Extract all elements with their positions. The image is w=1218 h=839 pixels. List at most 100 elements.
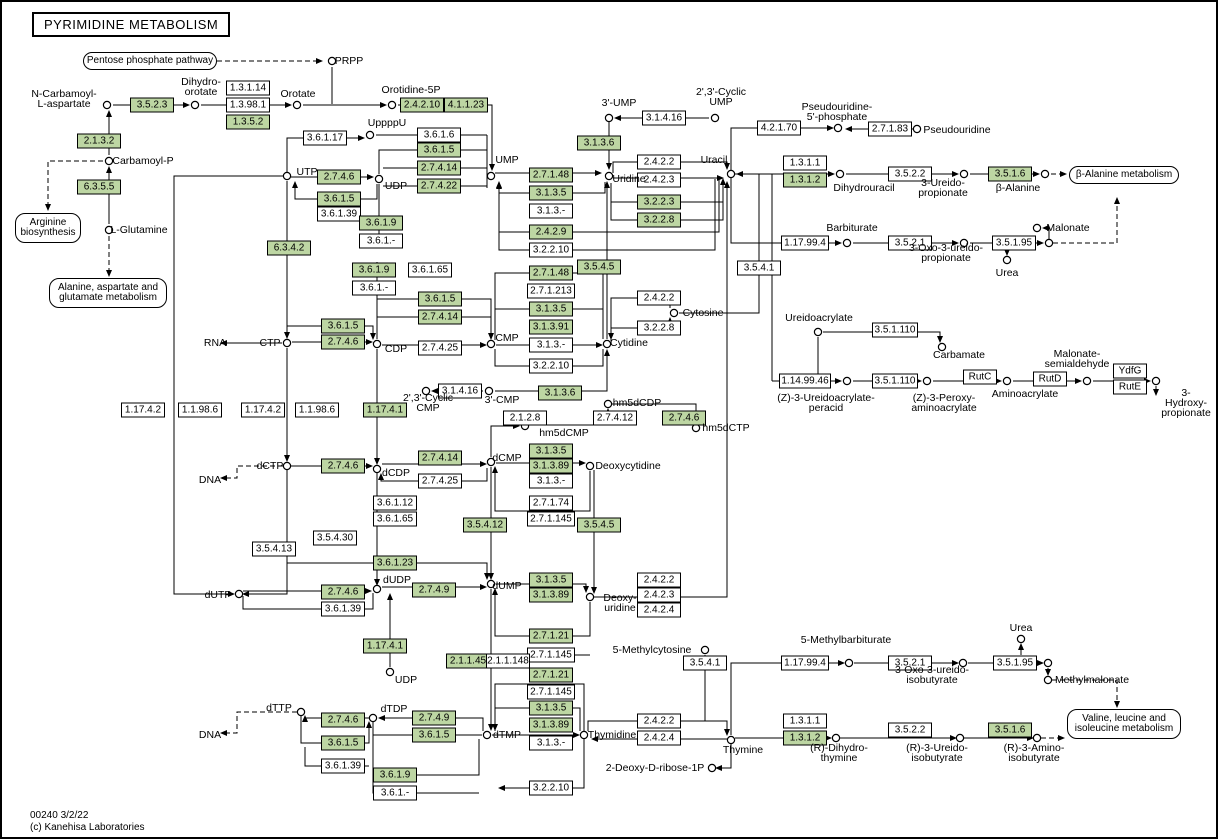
enzyme-box[interactable]: 2.4.2.3 [637,587,681,603]
enzyme-box[interactable]: 3.1.3.5 [529,185,573,201]
metabolite-node[interactable] [372,464,382,474]
enzyme-box[interactable]: 2.7.4.6 [321,712,365,728]
metabolite-node[interactable] [602,339,612,349]
metabolite-node[interactable] [842,376,852,386]
enzyme-box[interactable]: 3.5.4.12 [463,517,507,533]
enzyme-box[interactable]: 2.4.2.9 [529,224,573,240]
enzyme-box[interactable]: 3.6.1.- [359,233,403,249]
metabolite-node[interactable] [585,461,595,471]
enzyme-box[interactable]: 3.1.3.5 [529,700,573,716]
enzyme-box[interactable]: 2.4.2.2 [637,290,681,306]
metabolite-node[interactable] [372,339,382,349]
enzyme-box[interactable]: 3.1.3.- [529,735,573,751]
metabolite-node[interactable] [368,713,378,723]
enzyme-box[interactable]: 2.1.2.8 [503,410,547,426]
metabolite-node[interactable] [1032,223,1042,233]
enzyme-box[interactable]: 3.1.3.- [529,473,573,489]
metabolite-node[interactable] [482,730,492,740]
metabolite-node[interactable] [726,169,736,179]
enzyme-box[interactable]: 1.17.4.2 [241,402,285,418]
metabolite-node[interactable] [579,730,589,740]
metabolite-node[interactable] [912,124,922,134]
metabolite-node[interactable] [844,658,854,668]
enzyme-box[interactable]: 3.1.3.- [529,203,573,219]
enzyme-box[interactable]: 3.5.1.6 [988,166,1032,182]
enzyme-box[interactable]: 2.7.1.145 [527,684,575,700]
enzyme-box[interactable]: 3.1.3.89 [529,587,573,603]
pathway-link-box[interactable]: β-Alanine metabolism [1069,166,1179,184]
metabolite-node[interactable] [365,130,375,140]
enzyme-box[interactable]: 2.7.4.22 [417,178,461,194]
enzyme-box[interactable]: 3.1.3.6 [538,385,582,401]
enzyme-box[interactable]: 3.1.3.5 [529,443,573,459]
enzyme-box[interactable]: 2.7.4.6 [321,334,365,350]
enzyme-box[interactable]: 2.1.3.2 [77,133,121,149]
enzyme-box[interactable]: 6.3.4.2 [267,240,311,256]
metabolite-node[interactable] [486,579,496,589]
enzyme-box[interactable]: 3.6.1.6 [417,127,461,143]
enzyme-box[interactable]: 3.1.3.6 [577,135,621,151]
enzyme-box[interactable]: 2.7.4.9 [412,582,456,598]
enzyme-box[interactable]: 1.3.1.2 [783,730,827,746]
enzyme-box[interactable]: 3.2.2.8 [637,212,681,228]
enzyme-box[interactable]: 1.3.98.1 [226,97,270,113]
enzyme-box[interactable]: 3.5.2.1 [888,655,932,671]
enzyme-box[interactable]: 3.6.1.5 [418,291,462,307]
enzyme-box[interactable]: 2.7.1.48 [529,167,573,183]
metabolite-node[interactable] [282,171,292,181]
enzyme-box[interactable]: 4.1.1.23 [444,97,488,113]
enzyme-box[interactable]: 3.5.2.2 [888,722,932,738]
metabolite-node[interactable] [104,225,114,235]
enzyme-box[interactable]: 1.17.99.4 [781,235,829,251]
enzyme-box[interactable]: 3.6.1.9 [352,262,396,278]
metabolite-node[interactable] [486,339,496,349]
enzyme-box[interactable]: 3.5.1.110 [872,322,918,338]
enzyme-box[interactable]: 3.6.1.65 [373,511,417,527]
enzyme-box[interactable]: 3.5.4.5 [577,517,621,533]
enzyme-box[interactable]: 2.7.4.14 [417,160,461,176]
enzyme-box[interactable]: 3.5.4.1 [737,260,781,276]
enzyme-box[interactable]: 3.6.1.5 [321,735,365,751]
enzyme-box[interactable]: 3.5.2.3 [130,97,174,113]
enzyme-box[interactable]: RutC [963,369,997,385]
enzyme-box[interactable]: 1.3.1.1 [783,713,827,729]
enzyme-box[interactable]: 3.6.1.5 [417,142,461,158]
enzyme-box[interactable]: 3.5.4.1 [683,655,727,671]
enzyme-box[interactable]: 3.6.1.65 [408,262,452,278]
enzyme-box[interactable]: 2.4.2.4 [637,730,681,746]
metabolite-node[interactable] [1002,376,1012,386]
metabolite-node[interactable] [700,645,710,655]
metabolite-node[interactable] [102,100,112,110]
enzyme-box[interactable]: 2.7.4.9 [412,710,456,726]
enzyme-box[interactable]: 1.14.99.46 [779,373,831,389]
metabolite-node[interactable] [387,100,397,110]
metabolite-node[interactable] [296,707,306,717]
enzyme-box[interactable]: 3.5.2.2 [888,166,932,182]
enzyme-box[interactable]: 2.7.4.25 [418,340,462,356]
metabolite-node[interactable] [372,584,382,594]
metabolite-node[interactable] [282,338,292,348]
enzyme-box[interactable]: 3.5.1.110 [872,373,918,389]
metabolite-node[interactable] [1082,376,1092,386]
metabolite-node[interactable] [959,238,969,248]
enzyme-box[interactable]: 3.6.1.12 [373,495,417,511]
enzyme-box[interactable]: 1.3.1.14 [226,80,270,96]
enzyme-box[interactable]: 1.17.4.2 [121,402,165,418]
enzyme-box[interactable]: RutE [1113,379,1147,395]
enzyme-box[interactable]: 6.3.5.5 [77,179,121,195]
metabolite-node[interactable] [669,308,679,318]
enzyme-box[interactable]: 3.6.1.- [373,785,417,801]
metabolite-node[interactable] [833,123,843,133]
metabolite-node[interactable] [1016,634,1026,644]
enzyme-box[interactable]: 2.1.1.45 [446,653,490,669]
enzyme-box[interactable]: 3.1.3.- [529,337,573,353]
enzyme-box[interactable]: 1.17.4.1 [363,402,407,418]
metabolite-node[interactable] [1044,238,1054,248]
metabolite-node[interactable] [604,113,614,123]
enzyme-box[interactable]: 3.2.2.8 [637,320,681,336]
metabolite-node[interactable] [604,171,614,181]
metabolite-node[interactable] [484,386,494,396]
enzyme-box[interactable]: 3.2.2.10 [529,358,573,374]
enzyme-box[interactable]: 2.7.1.213 [527,283,575,299]
enzyme-box[interactable]: 2.7.1.145 [527,511,575,527]
